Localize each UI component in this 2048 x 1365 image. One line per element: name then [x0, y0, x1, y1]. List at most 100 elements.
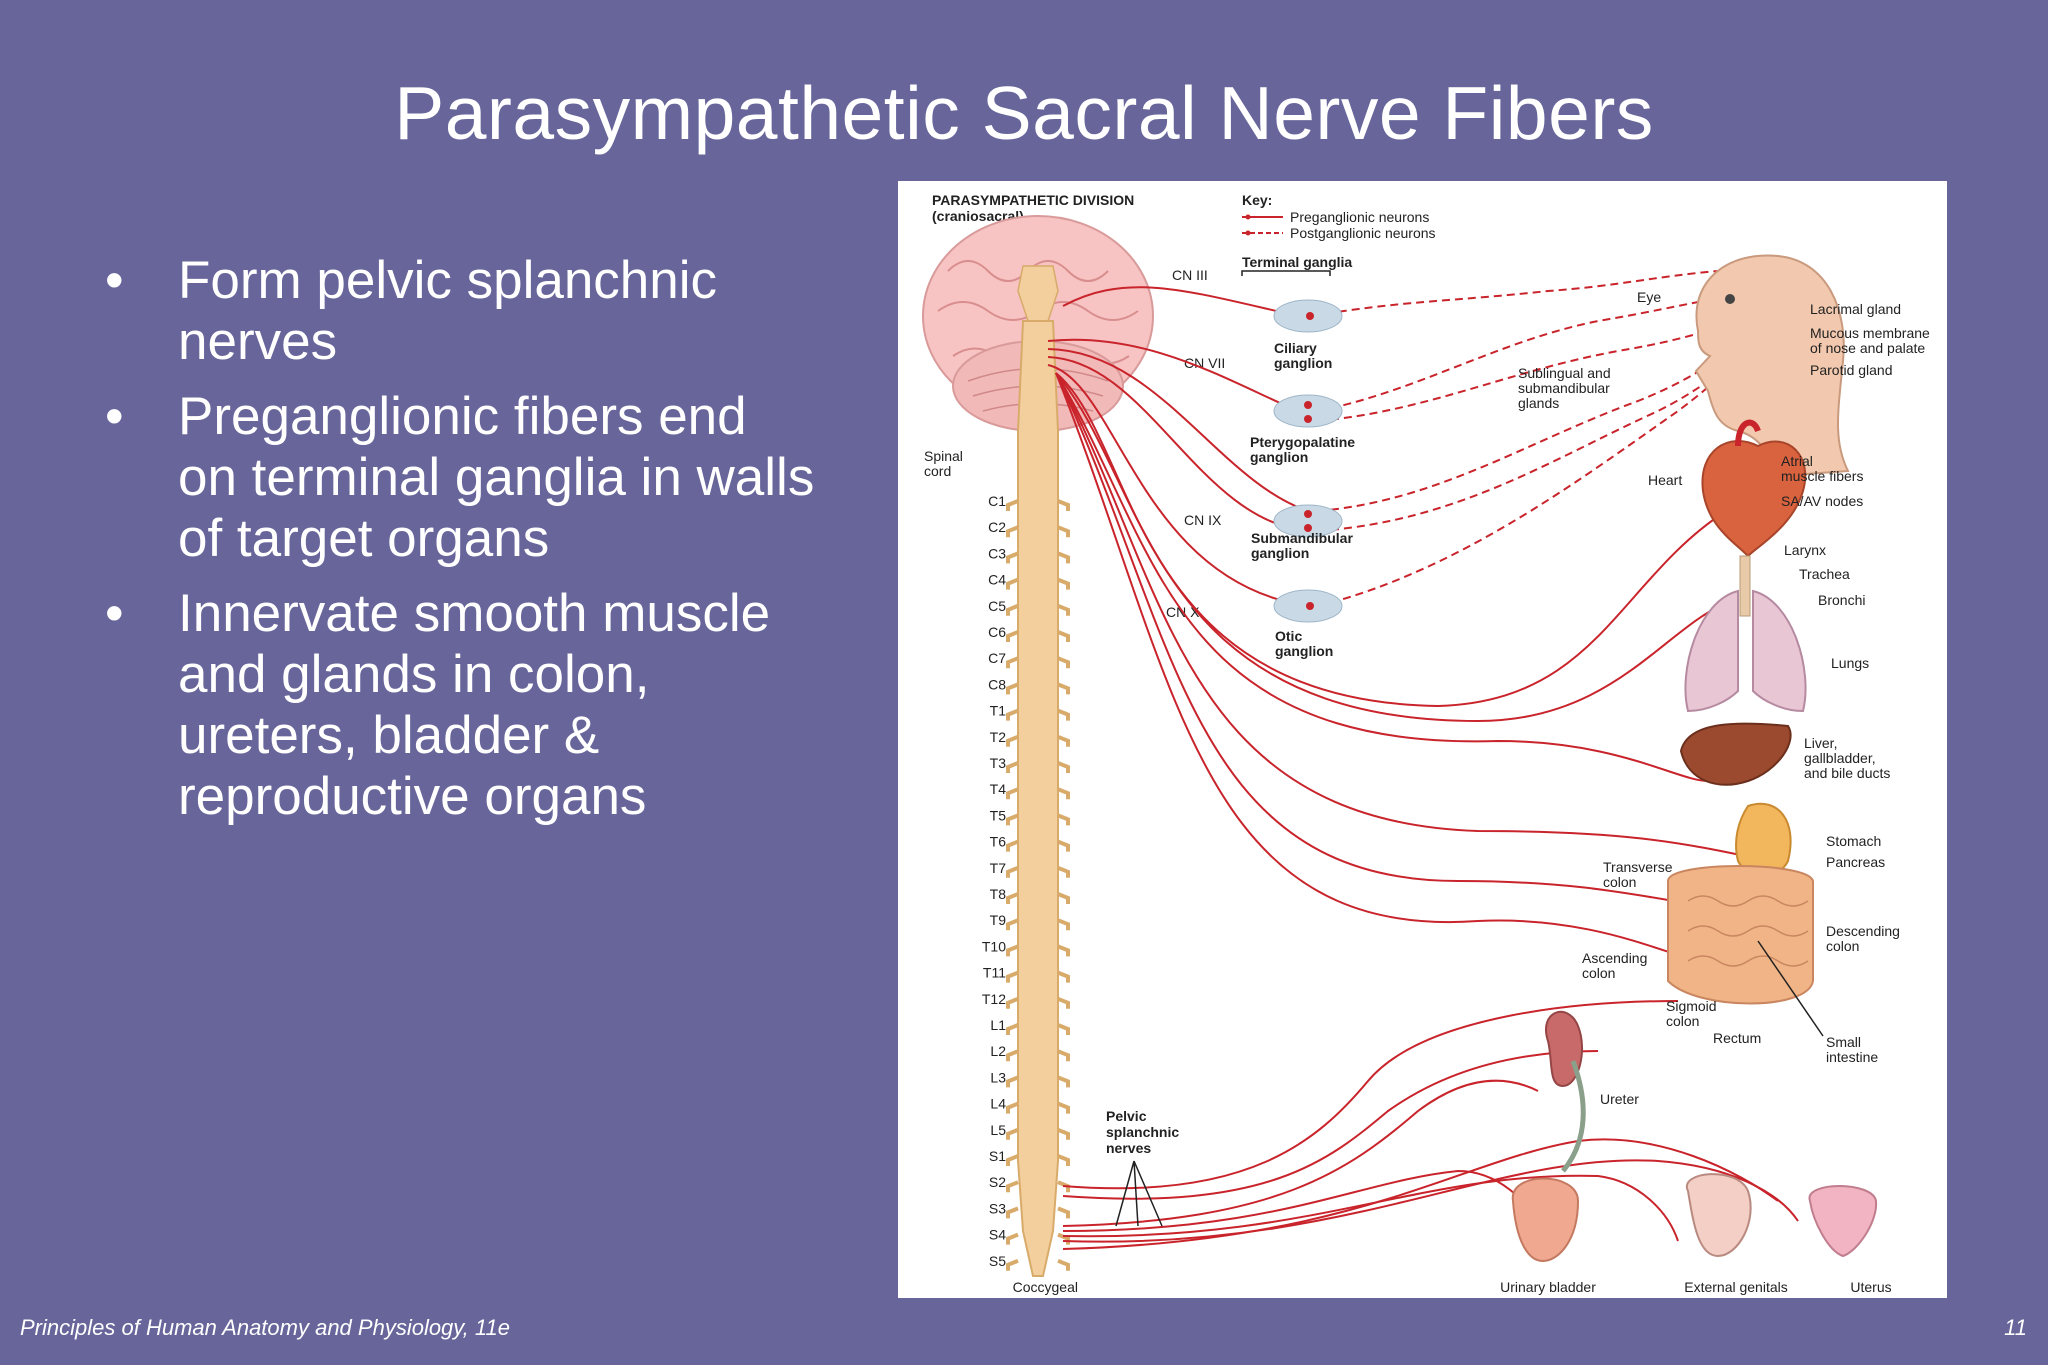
ganglion-label: ganglion — [1251, 545, 1309, 561]
organ-label-stomach: Stomach — [1826, 833, 1881, 849]
vertebra-label: T10 — [982, 938, 1006, 954]
vertebra-label: T2 — [990, 729, 1007, 745]
spinal-nerve-root — [1057, 603, 1070, 616]
vertebra-label: L3 — [990, 1069, 1006, 1085]
bullet-line: ureters, bladder & — [178, 706, 600, 765]
organ-label-bladder: Urinary bladder — [1500, 1279, 1596, 1295]
organ-label-eye: Eye — [1637, 289, 1661, 305]
pelvic-fiber-ureter — [1062, 1079, 1539, 1227]
organ-label-atrial: Atrial — [1781, 453, 1813, 469]
ganglion-ciliary: Ciliary ganglion — [1273, 299, 1343, 371]
vertebra-label: L1 — [990, 1017, 1006, 1033]
organ-label-mucous: Mucous membrane — [1810, 325, 1930, 341]
bullet-symbol: • — [105, 251, 124, 310]
organ-label-small-intestine: Small — [1826, 1034, 1861, 1050]
figure-heading: PARASYMPATHETIC DIVISION — [932, 192, 1134, 208]
postganglionic-dot — [1245, 230, 1251, 236]
spinal-nerve-root — [1006, 577, 1019, 590]
ganglion-label: Pterygopalatine — [1250, 434, 1355, 450]
slide-number: 11 — [2004, 1315, 2027, 1340]
vagus-fiber-heart — [1055, 372, 1727, 708]
cn9-preganglionic-fiber — [1047, 364, 1309, 607]
cn7-preganglionic-fiber — [1047, 338, 1299, 412]
organ-label-genitals: External genitals — [1684, 1279, 1788, 1295]
spinal-nerve-root — [1006, 787, 1019, 800]
spinal-nerve-root — [1057, 1154, 1070, 1166]
spinal-nerve-roots — [1006, 499, 1070, 1271]
ganglion-label: ganglion — [1250, 449, 1308, 465]
organ-label-bronchi: Bronchi — [1818, 592, 1865, 608]
legend: Key: Preganglionic neurons Postganglioni… — [1241, 192, 1436, 276]
spinal-nerve-root — [1006, 761, 1019, 773]
vertebra-labels: C1C2C3C4C5C6C7C8T1T2T3T4T5T6T7T8T9T10T11… — [982, 493, 1078, 1295]
cn9-preganglionic-fiber — [1047, 356, 1309, 532]
organ-label-transverse: Transverse — [1603, 859, 1673, 875]
slide-title: Parasympathetic Sacral Nerve Fibers — [394, 71, 1654, 155]
vertebra-label: T9 — [990, 912, 1007, 928]
ganglion-label: Otic — [1275, 628, 1302, 644]
bullet-item: • Form pelvic splanchnic nerves — [105, 250, 885, 372]
vertebra-label: C5 — [988, 598, 1006, 614]
cn3-preganglionic-fiber — [1062, 286, 1299, 317]
digestive-illustration — [1667, 802, 1814, 1005]
organ-label-descending: colon — [1826, 938, 1859, 954]
organ-label-liver: gallbladder, — [1804, 750, 1876, 766]
bullet-line: reproductive organs — [178, 767, 647, 826]
ganglion-label: ganglion — [1275, 643, 1333, 659]
legend-preganglionic: Preganglionic neurons — [1290, 209, 1429, 225]
vertebra-label: T3 — [990, 755, 1007, 771]
genitals-illustration — [1685, 1173, 1752, 1258]
vertebra-label: S1 — [989, 1148, 1006, 1164]
spinal-nerve-root — [1057, 996, 1070, 1009]
vertebra-label: S2 — [989, 1174, 1006, 1190]
spinal-nerve-root — [1006, 525, 1019, 538]
spinal-nerve-root — [1006, 918, 1019, 931]
bullet-line: Form pelvic splanchnic — [178, 251, 718, 310]
pelvic-fiber-colon — [1062, 1000, 1679, 1190]
spinal-nerve-root — [1057, 1049, 1070, 1062]
spinal-nerve-root — [1006, 1258, 1019, 1271]
kidney-ureter-illustration — [1545, 1010, 1586, 1173]
heart-illustration — [1701, 419, 1807, 558]
bullet-line: of target organs — [178, 509, 550, 568]
organ-label-parotid: Parotid gland — [1810, 362, 1893, 378]
cranial-nerve-label: CN VII — [1184, 355, 1225, 371]
spinal-nerve-root — [1006, 865, 1019, 878]
pelvic-nerves-leader — [1115, 1160, 1163, 1227]
spinal-nerve-root — [1006, 996, 1019, 1009]
terminal-ganglia-label: Terminal ganglia — [1242, 254, 1352, 270]
organ-label-rectum: Rectum — [1713, 1030, 1761, 1046]
spinal-nerve-root — [1006, 813, 1019, 826]
organ-label-saav: SA/AV nodes — [1781, 493, 1863, 509]
spinal-nerve-root — [1057, 918, 1070, 931]
organ-label-sublingual: glands — [1518, 395, 1559, 411]
bullet-symbol: • — [105, 387, 124, 446]
bullet-line: nerves — [178, 312, 338, 371]
footer-source: Principles of Human Anatomy and Physiolo… — [20, 1315, 510, 1340]
spinal-nerve-root — [1057, 839, 1070, 852]
spinal-nerve-root — [1006, 1206, 1019, 1219]
organ-label-larynx: Larynx — [1784, 542, 1826, 558]
vertebra-label: T5 — [990, 807, 1007, 823]
pelvic-fiber-genitals — [1062, 1174, 1679, 1242]
organ-label-descending: Descending — [1826, 923, 1900, 939]
ganglion-label: Ciliary — [1274, 340, 1317, 356]
vertebra-label: C7 — [988, 650, 1006, 666]
vertebra-label: T11 — [983, 965, 1006, 981]
organ-label-transverse: colon — [1603, 874, 1636, 890]
ganglion-label: ganglion — [1274, 355, 1332, 371]
organ-label-lungs: Lungs — [1831, 655, 1869, 671]
vertebra-label: Coccygeal — [1013, 1279, 1078, 1295]
spinal-nerve-root — [1006, 1154, 1019, 1166]
spinal-nerve-root — [1057, 761, 1070, 773]
vertebra-label: C3 — [988, 545, 1006, 561]
organ-label-ascending: colon — [1582, 965, 1615, 981]
organ-label-heart: Heart — [1648, 472, 1682, 488]
cn7-preganglionic-fiber — [1047, 348, 1309, 512]
spinal-nerve-root — [1006, 970, 1019, 983]
spinal-nerve-root — [1006, 499, 1019, 511]
parasympathetic-diagram: PARASYMPATHETIC DIVISION (craniosacral) … — [898, 181, 1947, 1298]
spinal-nerve-root — [1006, 892, 1019, 904]
organ-label-sublingual: submandibular — [1518, 380, 1610, 396]
small-intestine-leader — [1757, 940, 1824, 1037]
